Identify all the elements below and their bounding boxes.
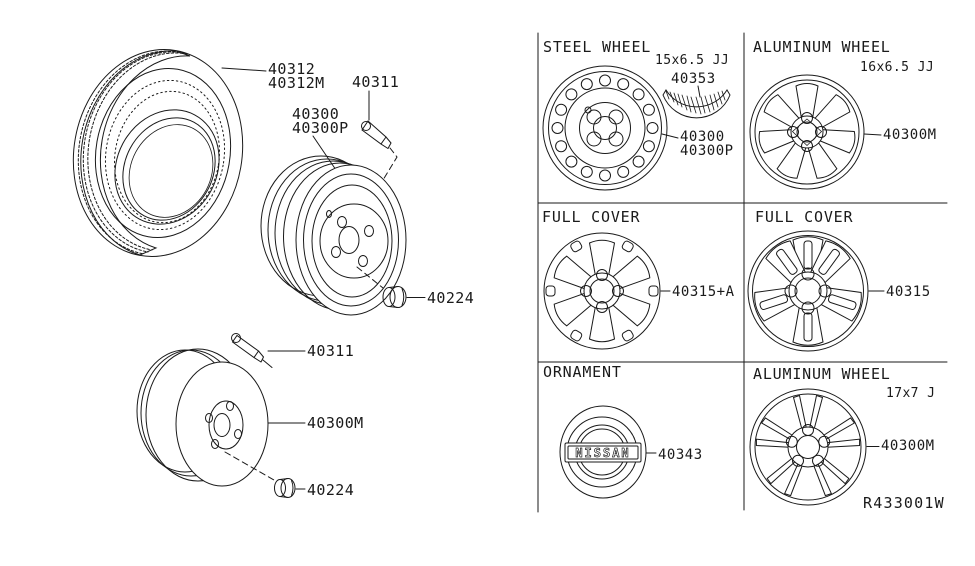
aluminum-wheel-17-drawing <box>749 388 867 506</box>
cell-alu16-leader-line <box>863 133 882 136</box>
label-nut-top: 40224 <box>427 289 474 307</box>
nissan-emblem-text: NISSAN <box>575 446 630 460</box>
cell-cover-title: FULL COVER <box>755 208 853 226</box>
cell-steel-part1: 40300 <box>680 129 725 145</box>
label-40300m-left: 40300M <box>307 414 364 432</box>
label-40312: 40312 <box>268 60 315 78</box>
full-cover-drawing <box>747 230 869 352</box>
label-40300p: 40300P <box>292 119 349 137</box>
tire-drawing <box>72 49 244 257</box>
cell-alu17-part: 40300M <box>881 438 935 454</box>
label-nut-bottom: 40224 <box>307 481 354 499</box>
full-cover-a-drawing <box>541 232 663 350</box>
valve-stem-top-drawing <box>361 120 392 149</box>
grid-lines <box>537 32 948 513</box>
label-valve-bottom: 40311 <box>307 342 354 360</box>
balance-weight-leader-line <box>697 85 701 98</box>
balance-weight-drawing <box>662 89 731 119</box>
cell-alu17-size: 17x7 J <box>886 386 935 401</box>
label-40300: 40300 <box>292 105 339 123</box>
cell-alu17-title: ALUMINUM WHEEL <box>753 365 891 383</box>
cell-cover-a-part: 40315+A <box>672 284 735 300</box>
lug-nut-bottom-drawing <box>274 478 296 498</box>
valve-top-dashed-line <box>382 147 398 181</box>
aluminum-wheel-perspective-drawing <box>136 348 269 487</box>
label-balance-weight: 40353 <box>671 71 716 87</box>
cell-alu16-part: 40300M <box>883 127 937 143</box>
label-valve-top: 40311 <box>352 73 399 91</box>
steel-wheel-perspective-drawing <box>260 155 407 316</box>
steel-wheel-front-drawing <box>542 65 668 191</box>
nut-top-dashed-line <box>356 266 384 289</box>
cell-steel-wheel-title: STEEL WHEEL <box>543 38 651 56</box>
cell-alu16-size: 16x6.5 JJ <box>860 60 934 75</box>
cell-ornament-title: ORNAMENT <box>543 363 622 381</box>
valve-stem-bottom-drawing <box>231 333 273 368</box>
cell-steel-leader-line <box>661 133 679 139</box>
cell-ornament-part: 40343 <box>658 447 703 463</box>
cell-steel-part2: 40300P <box>680 143 734 159</box>
label-40312m: 40312M <box>268 74 325 92</box>
steel-wheel-leader-line <box>312 135 337 171</box>
cell-steel-wheel-size: 15x6.5 JJ <box>655 53 729 68</box>
cell-alu16-title: ALUMINUM WHEEL <box>753 38 891 56</box>
tire-leader-line <box>221 67 267 72</box>
aluminum-wheel-16-drawing <box>749 74 865 190</box>
cell-cover-part: 40315 <box>886 284 931 300</box>
lug-nut-top-drawing <box>382 286 407 308</box>
ornament-drawing: NISSAN <box>559 405 647 499</box>
cell-cover-a-title: FULL COVER <box>542 208 640 226</box>
drawing-reference-code: R433001W <box>863 494 945 512</box>
